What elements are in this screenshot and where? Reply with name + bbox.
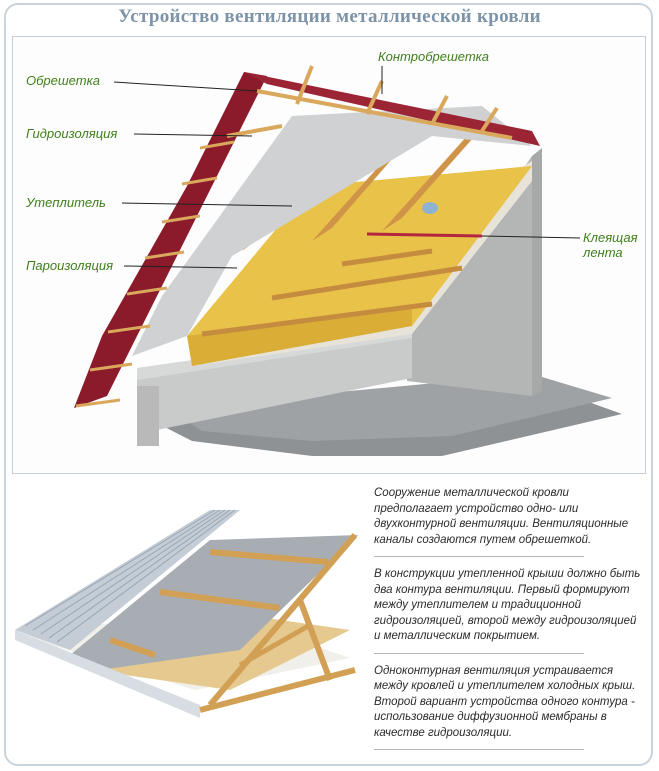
leader-uteplitel [121,202,293,207]
interior-batten-1 [201,301,433,337]
leader-obreshetka [113,81,258,92]
description-column: Сооружение металлической кровли предпола… [374,486,642,760]
counter-batten-2 [365,80,384,115]
label-kleyashchaya-line2: лента [583,245,623,260]
paragraph-1: Сооружение металлической кровли предпола… [374,487,629,546]
leader-paroizolyaciya [123,265,238,269]
bottom-batten-3 [109,637,156,658]
interior-batten-2 [271,265,463,301]
truss-strut [238,622,312,668]
counter-batten-4 [480,106,499,133]
bottom-batten-2 [159,589,281,611]
batten-top-2 [226,124,283,138]
slope-batten-8 [75,398,121,408]
truss-rafter [207,533,358,707]
rafter-3 [382,128,482,231]
corrugated-roof [15,510,240,650]
slope-batten-3 [161,214,201,224]
slope-batten-2 [181,176,218,186]
separator-2 [374,652,584,654]
slope-batten-4 [144,250,185,260]
gable-wall [532,148,542,396]
separator-1 [374,556,584,557]
adhesive-tape [366,232,483,238]
separator-3 [374,749,584,750]
eave-board [15,630,200,718]
corrugation-lines [24,509,236,643]
cold-roof-illustration [15,509,358,718]
paragraph-2: В конструкции утепленной крыши должно бы… [374,568,641,642]
page-title: Устройство вентиляции металлической кров… [118,6,541,27]
knee-wall [137,334,412,434]
truss-post [297,598,333,682]
counter-batten-3 [430,95,449,125]
slope-batten-5 [126,286,168,296]
label-paroizolyaciya: Пароизоляция [26,258,114,273]
label-kleyashchaya-line1: Клеящая [583,230,638,245]
bottom-batten-1 [209,549,329,565]
insulation-layer [187,166,532,336]
paragraph-3: Одноконтурная вентиляция устраивается ме… [374,664,636,739]
insulation-shade [187,306,412,366]
leader-gidroizolyaciya [133,133,253,137]
slope-batten-7 [89,362,133,372]
label-gidroizolyaciya: Гидроизоляция [26,126,118,141]
metal-roof-sheet [74,72,267,408]
label-kleyashchaya-lenta: Клеящая лента [583,230,638,260]
roof-membrane [70,535,358,670]
eaves-brickwork [137,386,159,446]
truss-tie [199,667,356,713]
label-obreshetka: Обрешетка [26,73,100,88]
vent-pipe [422,202,438,214]
label-uteplitel: Утеплитель [26,195,106,210]
slope-batten-6 [107,324,151,334]
interior-batten-3 [341,248,433,267]
roof-cross-section-illustration [74,65,622,456]
slope-batten-1 [199,140,235,150]
batten-top-1 [256,89,513,140]
leader-kleyashchaya [481,235,581,239]
label-kontrobreshetka: Контробрешетка [378,49,490,64]
